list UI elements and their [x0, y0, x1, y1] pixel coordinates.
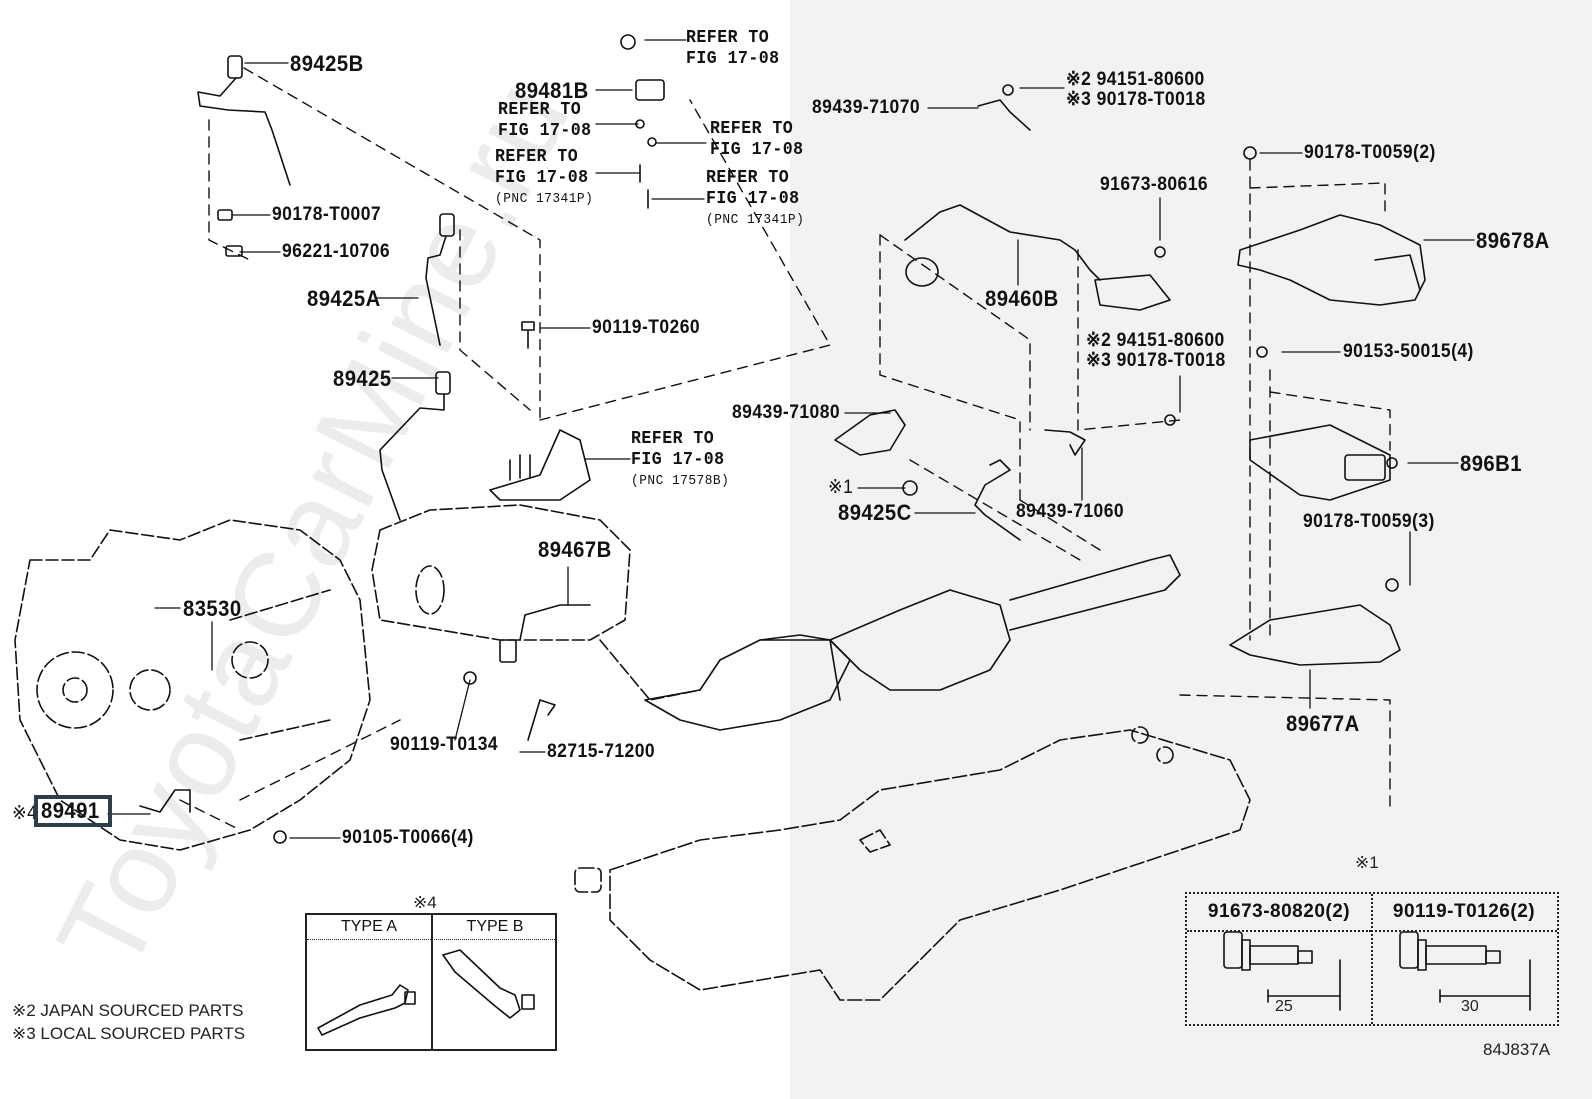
part-label-90105-T0066[interactable]: 90105-T0066(4) [342, 827, 474, 848]
bolt-header-90119-T0126: 90119-T0126(2) [1371, 894, 1557, 932]
bracket-89439-71080 [834, 409, 918, 496]
part-label-89677A[interactable]: 89677A [1286, 711, 1360, 736]
reference-fig-17-08-3[interactable]: REFER TO FIG 17-08 [710, 119, 804, 161]
part-label-90178-T0007[interactable]: 90178-T0007 [272, 204, 382, 225]
assembly-dashed-lines [179, 67, 1391, 831]
engine-left [14, 519, 371, 851]
ecu-896B1 [1249, 346, 1398, 501]
part-label-90178-T0018-b[interactable]: ※3 90178-T0018 [1086, 350, 1226, 371]
reference-line2: FIG 17-08 [706, 189, 800, 209]
sensor-89425A [425, 213, 455, 346]
reference-pnc: (PNC 17341P) [706, 212, 805, 228]
part-label-94151-80600-b[interactable]: ※2 94151-80600 [1086, 330, 1225, 351]
reference-fig-17-08-2[interactable]: REFER TO FIG 17-08 [498, 100, 592, 142]
part-label-90178-T0059-2[interactable]: 90178-T0059(2) [1304, 142, 1436, 163]
part-label-89439-71070[interactable]: 89439-71070 [812, 97, 921, 118]
reference-line1: REFER TO [631, 429, 715, 449]
note-japan-sourced: ※2 JAPAN SOURCED PARTS [12, 1001, 244, 1020]
reference-line2: FIG 17-08 [686, 49, 780, 69]
part-label-90153-50015[interactable]: 90153-50015(4) [1343, 341, 1474, 362]
type-b-illustration [442, 949, 535, 1019]
shaded-background-panel [790, 0, 1592, 1099]
part-label-83530[interactable]: 83530 [183, 596, 242, 621]
bolt-table: 91673-80820(2) 90119-T0126(2) 25 30 [1185, 892, 1559, 1026]
reference-line1: REFER TO [686, 28, 770, 48]
part-label-91673-80616[interactable]: 91673-80616 [1100, 174, 1209, 195]
leader-lines [107, 39, 1475, 839]
bolt-25mm-illustration [1223, 931, 1341, 1011]
reference-line2: FIG 17-08 [710, 140, 804, 160]
part-label-89678A[interactable]: 89678A [1476, 228, 1550, 253]
exhaust-pipe [644, 554, 1181, 731]
reference-line2: FIG 17-08 [631, 450, 725, 470]
part-label-89491[interactable]: 89491 [41, 798, 100, 823]
part-label-90178-T0059-3[interactable]: 90178-T0059(3) [1303, 511, 1435, 532]
type-a-header: TYPE A [307, 915, 431, 940]
note-local-sourced: ※3 LOCAL SOURCED PARTS [12, 1024, 246, 1043]
reference-line1: REFER TO [706, 168, 790, 188]
bolt-header-91673-80820: 91673-80820(2) [1187, 894, 1371, 932]
reference-pnc: (PNC 17578B) [631, 473, 730, 489]
sensor-89467B [499, 604, 591, 663]
part-label-896B1[interactable]: 896B1 [1460, 451, 1522, 476]
bracket-89439-71070 [977, 84, 1031, 131]
bracket-assembly-center [489, 429, 591, 501]
harness-89460B [904, 204, 1171, 311]
reference-fig-17-08-6[interactable]: REFER TO FIG 17-08 (PNC 17578B) [631, 429, 729, 492]
type-b-header: TYPE B [431, 915, 557, 940]
small-clips-left [217, 209, 535, 349]
bracket-89439-71060 [1044, 414, 1176, 456]
reference-fig-17-08-5[interactable]: REFER TO FIG 17-08 (PNC 17341P) [706, 168, 804, 231]
part-label-90119-T0134[interactable]: 90119-T0134 [390, 734, 499, 755]
part-label-89439-71080[interactable]: 89439-71080 [732, 402, 841, 423]
sensor-89425 [379, 371, 451, 521]
reference-line1: REFER TO [498, 100, 582, 120]
part-label-89425C[interactable]: 89425C [838, 500, 912, 525]
bolt-table-mark: ※1 [1355, 853, 1379, 872]
reference-line1: REFER TO [710, 119, 794, 139]
cover-89678A [1237, 146, 1426, 306]
part-label-89425[interactable]: 89425 [333, 366, 392, 391]
part-label-89460B[interactable]: 89460B [985, 286, 1059, 311]
bolt-30mm-illustration [1399, 931, 1531, 1011]
bracket-82715-71200 [463, 671, 556, 741]
fuel-tank [574, 726, 1251, 1001]
part-label-90178-T0018-a[interactable]: ※3 90178-T0018 [1066, 89, 1206, 110]
reference-fig-17-08-4[interactable]: REFER TO FIG 17-08 (PNC 17341P) [495, 147, 593, 210]
type-table-mark: ※4 [413, 893, 437, 912]
part-label-82715-71200[interactable]: 82715-71200 [547, 741, 656, 762]
reference-line1: REFER TO [495, 147, 579, 167]
reference-line2: FIG 17-08 [495, 168, 589, 188]
part-mark-1: ※1 [828, 477, 854, 498]
part-mark-89491: ※4 [12, 803, 38, 824]
part-label-89439-71060[interactable]: 89439-71060 [1016, 501, 1125, 522]
bolt-table-divider [1371, 894, 1373, 1024]
reference-pnc: (PNC 17341P) [495, 191, 594, 207]
highlighted-part-box[interactable]: 89491 [34, 795, 112, 827]
sensor-89425C [974, 459, 1021, 541]
type-table: TYPE A TYPE B [305, 913, 557, 1051]
sensor-89425B [197, 55, 291, 186]
part-label-89425B[interactable]: 89425B [290, 51, 364, 76]
bolt-length-25: 25 [1275, 998, 1293, 1015]
part-label-94151-80600-a[interactable]: ※2 94151-80600 [1066, 69, 1205, 90]
bracket-89481B [620, 34, 665, 209]
type-a-illustration [317, 984, 416, 1036]
engine-right-manifold [371, 504, 701, 701]
part-label-89425A[interactable]: 89425A [307, 286, 381, 311]
bracket-89491 [139, 789, 287, 844]
bolt-length-30: 30 [1461, 998, 1479, 1015]
part-label-89481B[interactable]: 89481B [515, 78, 589, 103]
figure-code: 84J837A [1483, 1040, 1551, 1059]
part-label-89467B[interactable]: 89467B [538, 537, 612, 562]
reference-fig-17-08-1[interactable]: REFER TO FIG 17-08 [686, 28, 780, 70]
part-label-96221-10706[interactable]: 96221-10706 [282, 241, 391, 262]
bracket-89677A [1229, 578, 1401, 666]
part-label-90119-T0260[interactable]: 90119-T0260 [592, 317, 701, 338]
reference-line2: FIG 17-08 [498, 121, 592, 141]
type-table-divider [431, 939, 433, 1049]
